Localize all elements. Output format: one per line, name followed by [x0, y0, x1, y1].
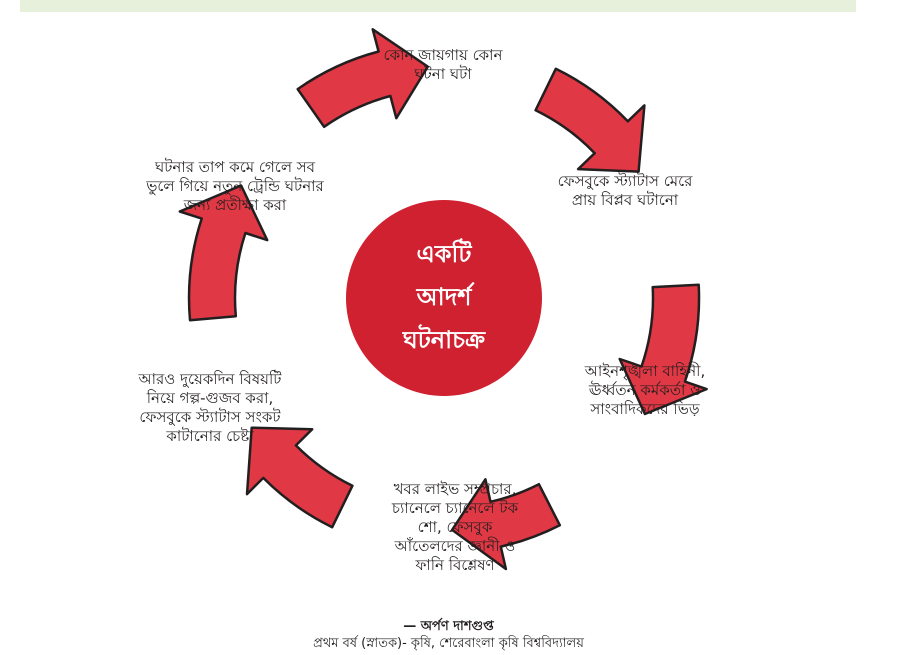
step-5-line: ফেসবুকে স্ট্যাটাস সংকট [139, 408, 281, 426]
step-4-line: চ্যানেলে চ্যানেলে টক [391, 499, 519, 517]
center-circle [346, 200, 542, 396]
step-1-line: ঘটনা ঘটা [414, 65, 472, 83]
cycle-arrow-4 [245, 426, 354, 529]
step-4-line: শো, ফেসবুক [417, 518, 493, 536]
step-6-line: ঘটনার তাপ কমে গেলে সব [154, 158, 316, 176]
step-6-line: জন্য প্রতীক্ষা করা [183, 196, 287, 214]
step-6-label: ঘটনার তাপ কমে গেলে সব ভুলে গিয়ে নতুন ট্… [110, 158, 360, 215]
step-5-line: কাটানোর চেষ্টা [166, 427, 254, 445]
step-4-line: ফানি বিশ্লেষণ [415, 556, 495, 574]
author-affiliation: প্রথম বর্ষ (স্নাতক)- কৃষি, শেরেবাংলা কৃষ… [313, 636, 584, 651]
step-3-label: আইনশৃঙ্খলা বাহিনী, ঊর্ধ্বতন কর্মকর্তা ও … [540, 362, 750, 419]
center-title-line-2: আদর্শ [416, 282, 472, 311]
step-2-line: ফেসবুকে স্ট্যাটাস মেরে [557, 172, 693, 190]
cycle-arrow-3 [450, 478, 562, 571]
cycle-arrows [178, 28, 708, 571]
center-title: একটি আদর্শ ঘটনাচক্র [349, 232, 539, 361]
step-5-label: আরও দুয়েকদিন বিষয়টি নিয়ে গল্প-গুজব কর… [95, 370, 325, 446]
cycle-arrow-1 [534, 67, 646, 173]
center-title-line-3: ঘটনাচক্র [402, 325, 486, 354]
step-1-label: কোন জায়গায় কোন ঘটনা ঘটা [358, 46, 528, 84]
step-6-line: ভুলে গিয়ে নতুন ট্রেন্ডি ঘটনার [146, 177, 324, 195]
step-2-label: ফেসবুকে স্ট্যাটাস মেরে প্রায় বিপ্লব ঘটা… [520, 172, 730, 210]
step-4-label: খবর লাইভ সম্প্রচার, চ্যানেলে চ্যানেলে টক… [355, 480, 555, 575]
top-band [20, 0, 856, 12]
author-credit: — অর্পণ দাশগুপ্ত [403, 619, 494, 634]
cycle-arrow-6 [296, 28, 430, 129]
step-3-line: সাংবাদিকদের ভিড় [590, 400, 700, 418]
step-5-line: নিয়ে গল্প-গুজব করা, [146, 389, 274, 407]
step-4-line: খবর লাইভ সম্প্রচার, [393, 480, 517, 498]
center-title-line-1: একটি [416, 239, 472, 268]
step-3-line: ঊর্ধ্বতন কর্মকর্তা ও [588, 381, 702, 399]
step-5-line: আরও দুয়েকদিন বিষয়টি [138, 370, 282, 388]
step-3-line: আইনশৃঙ্খলা বাহিনী, [584, 362, 706, 380]
step-1-line: কোন জায়গায় কোন [383, 46, 503, 64]
cycle-arrow-5 [178, 184, 269, 322]
cycle-arrow-2 [618, 283, 708, 416]
step-4-line: আঁতেলদের জ্ঞানী ও [394, 537, 516, 555]
step-2-line: প্রায় বিপ্লব ঘটানো [571, 191, 679, 209]
